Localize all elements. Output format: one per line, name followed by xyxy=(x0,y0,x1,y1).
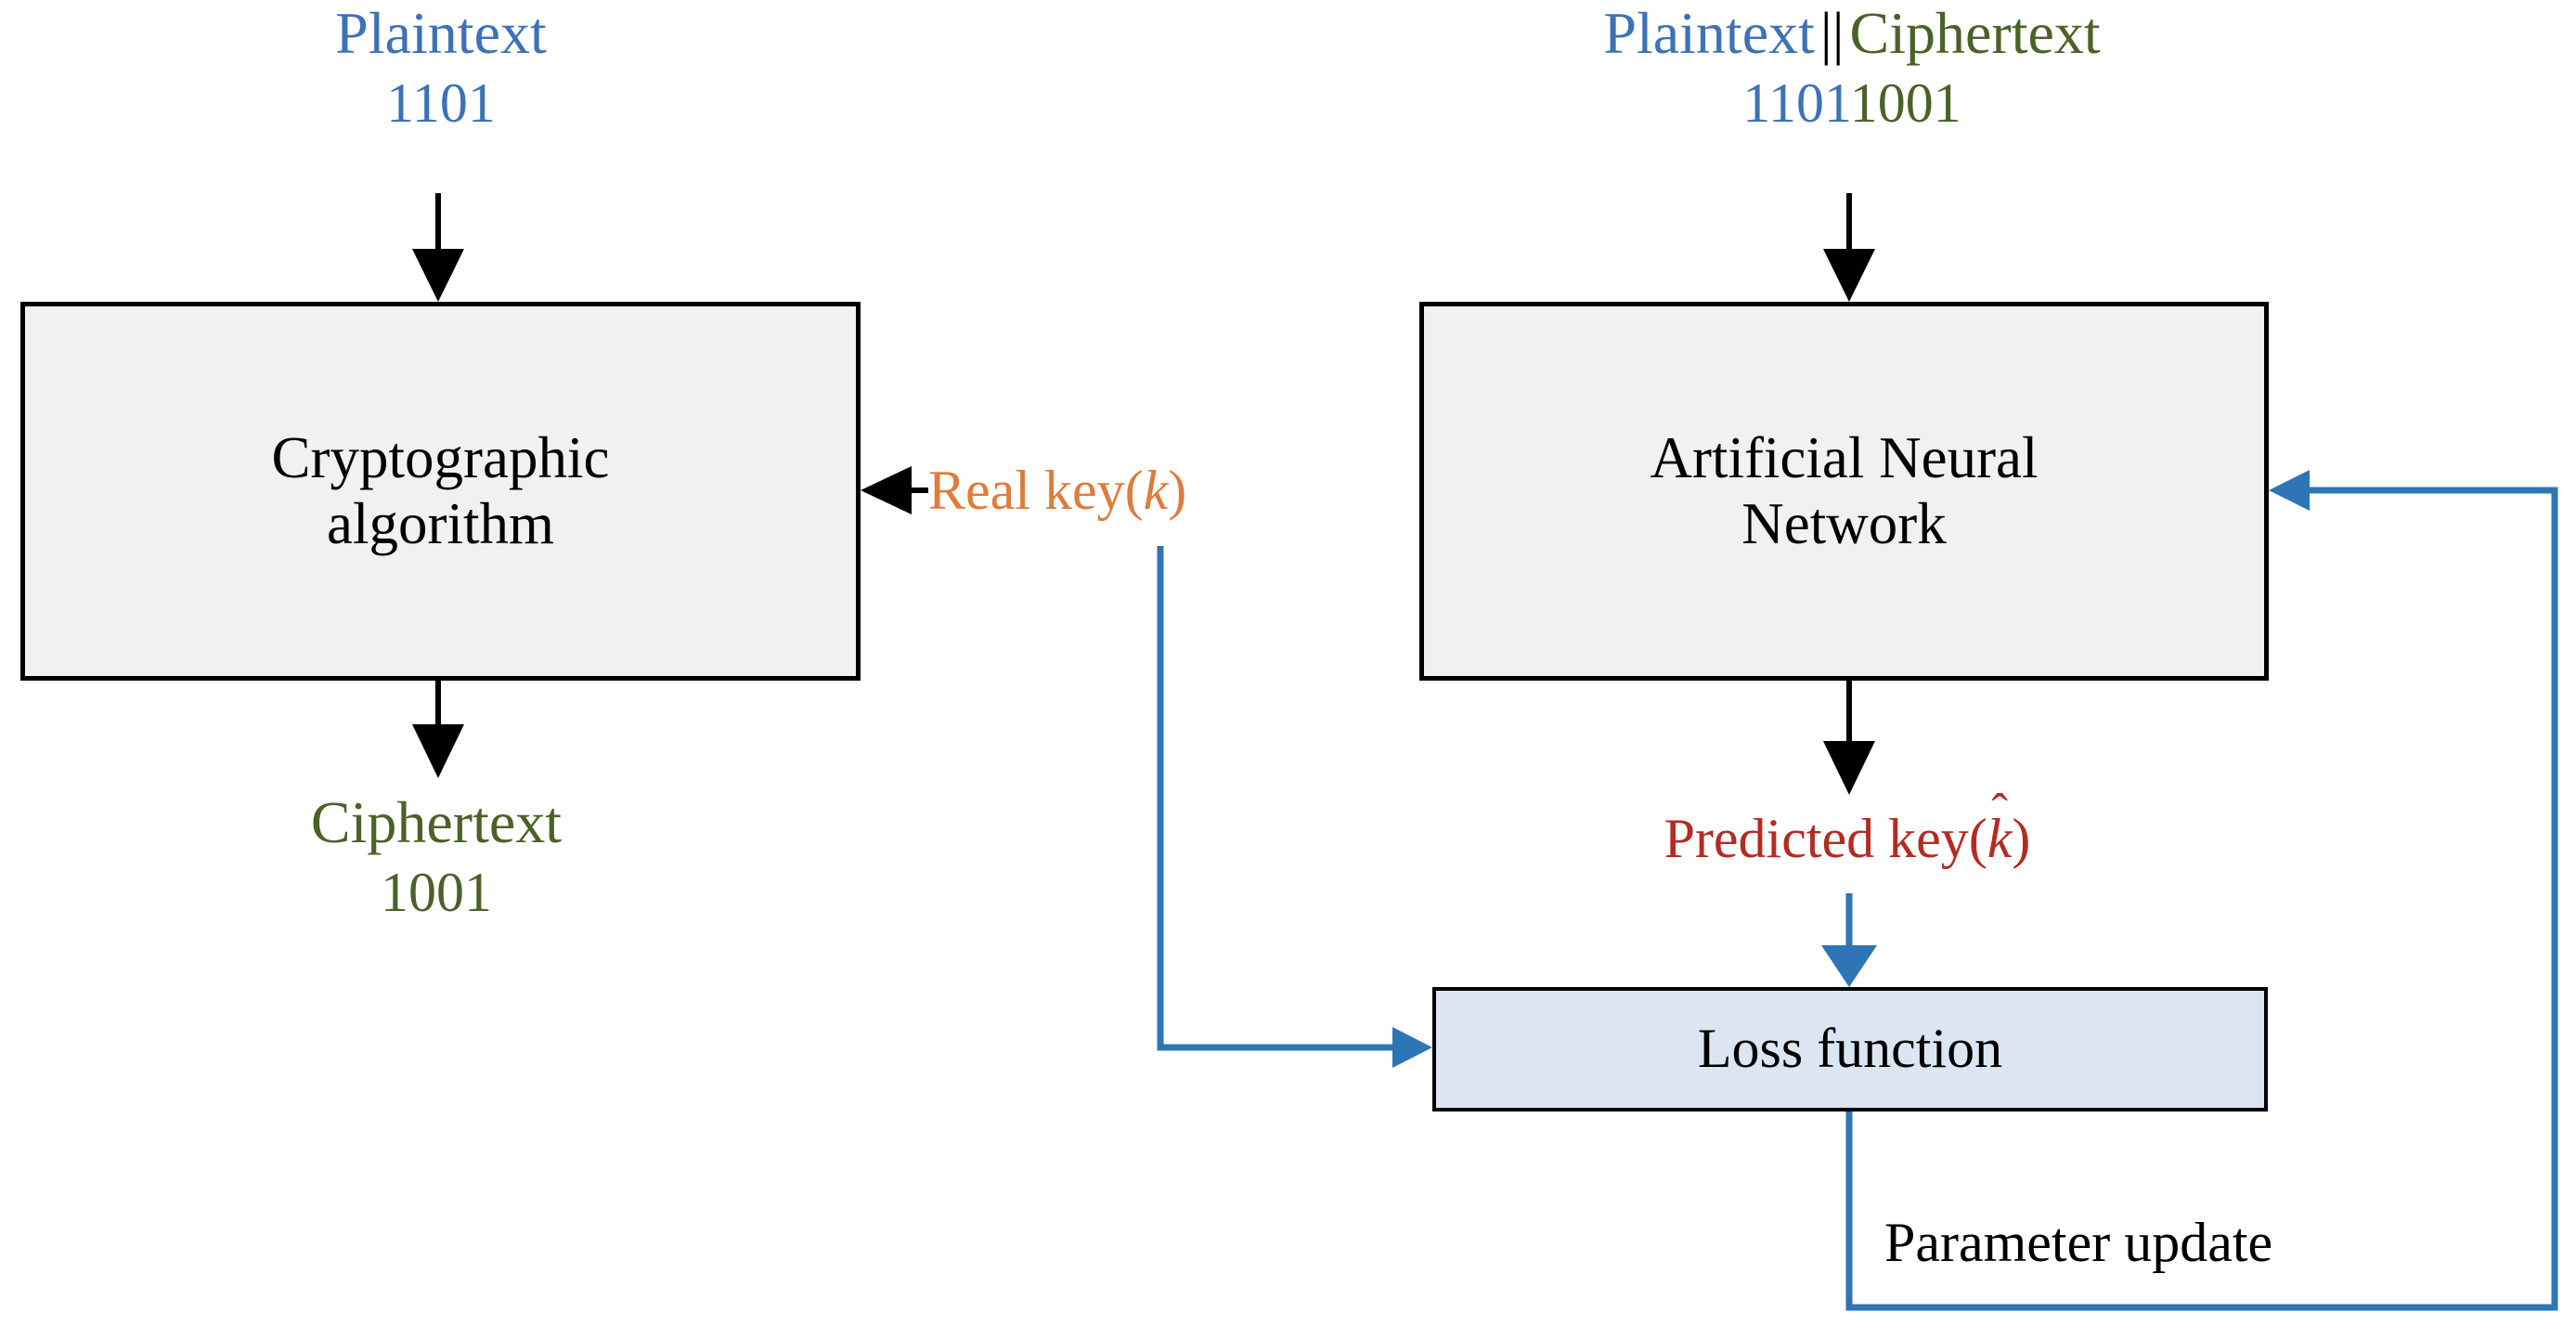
concatenated-bits-ciphertext: 1001 xyxy=(1849,72,1961,134)
loss-function-box[interactable]: Loss function xyxy=(1432,987,2268,1112)
artificial-neural-network-box[interactable]: Artificial Neural Network xyxy=(1419,302,2269,681)
plaintext-bits-left: 1101 xyxy=(386,72,496,134)
concatenated-bits-plaintext: 1101 xyxy=(1742,72,1850,134)
artificial-neural-network-label: Artificial Neural Network xyxy=(1650,424,2039,556)
predicted-key-variable-letter: k xyxy=(1987,808,2013,869)
ciphertext-output-left: Ciphertext 1001 xyxy=(28,789,845,924)
predicted-key-prefix: Predicted key( xyxy=(1663,808,1987,869)
ciphertext-label-left: Ciphertext xyxy=(310,789,563,855)
edge-ann-to-predicted-icon xyxy=(1823,681,1875,795)
predicted-key-label: Predicted key(̂k) xyxy=(1383,808,2311,870)
predicted-key-variable: ̂k xyxy=(1987,808,2013,870)
edge-crypto-to-ciphertext-icon xyxy=(412,681,464,778)
plaintext-label-left: Plaintext xyxy=(335,0,547,66)
plaintext-label-right: Plaintext xyxy=(1603,0,1815,66)
edge-realkey-to-loss-icon xyxy=(1157,546,1432,1068)
real-key-variable: k xyxy=(1143,460,1169,521)
real-key-label: Real key(k) xyxy=(928,460,1186,522)
edge-predicted-to-loss-icon xyxy=(1821,893,1877,987)
cryptographic-algorithm-label: Cryptographic algorithm xyxy=(271,424,610,556)
concatenated-bits: 11011001 xyxy=(1392,72,2311,135)
real-key-suffix: ) xyxy=(1168,460,1187,521)
plaintext-ciphertext-input-right: Plaintext||Ciphertext 11011001 xyxy=(1392,0,2311,135)
parameter-update-label: Parameter update xyxy=(1884,1212,2273,1273)
edge-realkey-to-crypto-icon xyxy=(861,466,928,514)
plaintext-input-left: Plaintext 1101 xyxy=(0,0,882,135)
edge-input-to-ann-icon xyxy=(1823,193,1875,302)
loss-function-label: Loss function xyxy=(1697,1018,2003,1080)
ciphertext-bits-left: 1001 xyxy=(381,861,492,923)
ciphertext-label-right: Ciphertext xyxy=(1849,0,2101,66)
predicted-key-suffix: ) xyxy=(2012,808,2031,869)
cryptographic-algorithm-box[interactable]: Cryptographic algorithm xyxy=(20,302,861,681)
real-key-prefix: Real key( xyxy=(928,460,1144,521)
edge-plaintext-to-crypto-icon xyxy=(412,193,464,302)
concat-separator: || xyxy=(1819,0,1845,66)
